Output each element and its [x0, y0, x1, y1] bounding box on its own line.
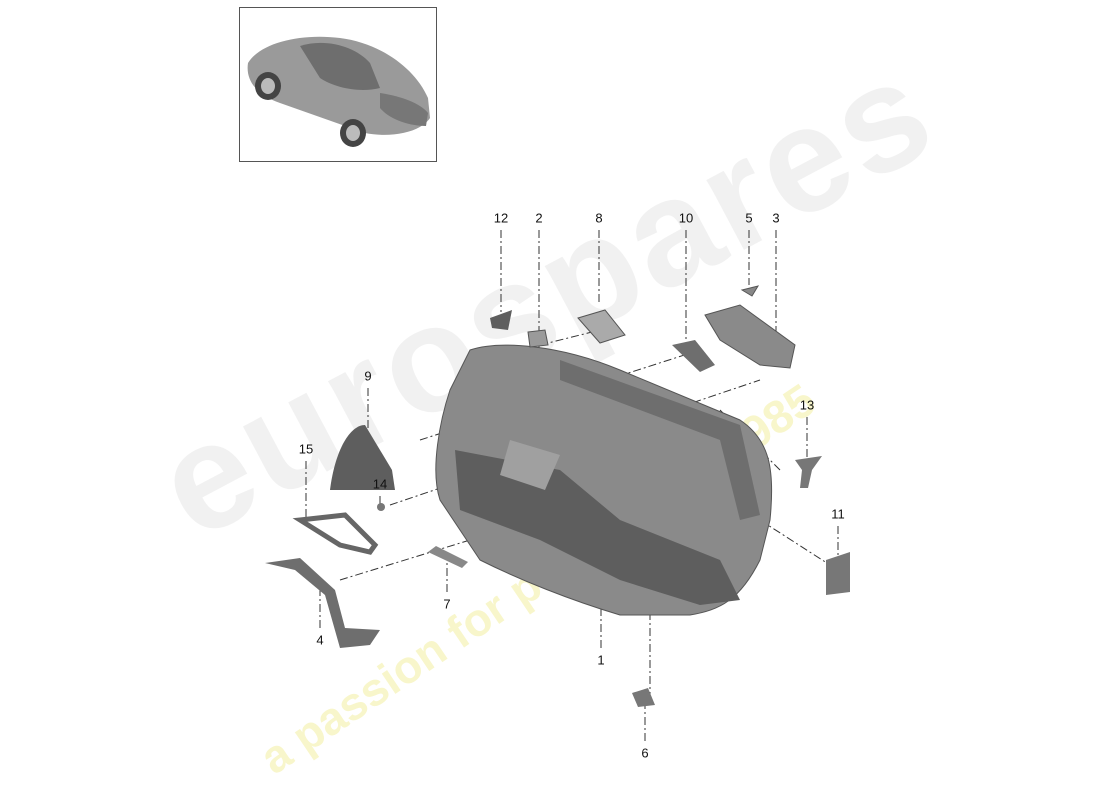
part-5[interactable] — [740, 285, 760, 297]
part-13[interactable] — [795, 456, 822, 488]
callout-2[interactable]: 2 — [535, 210, 543, 226]
part-8[interactable] — [577, 309, 626, 344]
part-4[interactable] — [265, 558, 380, 648]
part-11[interactable] — [826, 552, 850, 595]
callout-4[interactable]: 4 — [316, 632, 324, 648]
callout-6[interactable]: 6 — [641, 745, 649, 761]
part-6[interactable] — [632, 688, 655, 707]
part-12[interactable] — [490, 310, 512, 330]
part-9[interactable] — [330, 425, 395, 490]
part-15[interactable] — [292, 512, 379, 555]
part-1-door-panel[interactable] — [435, 344, 773, 616]
callout-9[interactable]: 9 — [364, 368, 372, 384]
callout-14[interactable]: 14 — [372, 476, 388, 492]
car-overview-icon — [247, 36, 430, 147]
car-thumbnail — [239, 7, 437, 162]
callout-15[interactable]: 15 — [298, 441, 314, 457]
callout-11[interactable]: 11 — [831, 506, 845, 522]
callout-12[interactable]: 12 — [493, 210, 509, 226]
callout-10[interactable]: 10 — [678, 210, 694, 226]
part-3[interactable] — [704, 304, 796, 369]
callout-8[interactable]: 8 — [595, 210, 603, 226]
callout-3[interactable]: 3 — [772, 210, 780, 226]
part-10[interactable] — [672, 340, 715, 372]
callout-1[interactable]: 1 — [597, 652, 605, 668]
part-14[interactable] — [377, 503, 385, 511]
part-7[interactable] — [428, 546, 468, 568]
part-2[interactable] — [527, 329, 549, 348]
callout-13[interactable]: 13 — [799, 397, 815, 413]
callout-7[interactable]: 7 — [443, 596, 451, 612]
callout-5[interactable]: 5 — [745, 210, 753, 226]
